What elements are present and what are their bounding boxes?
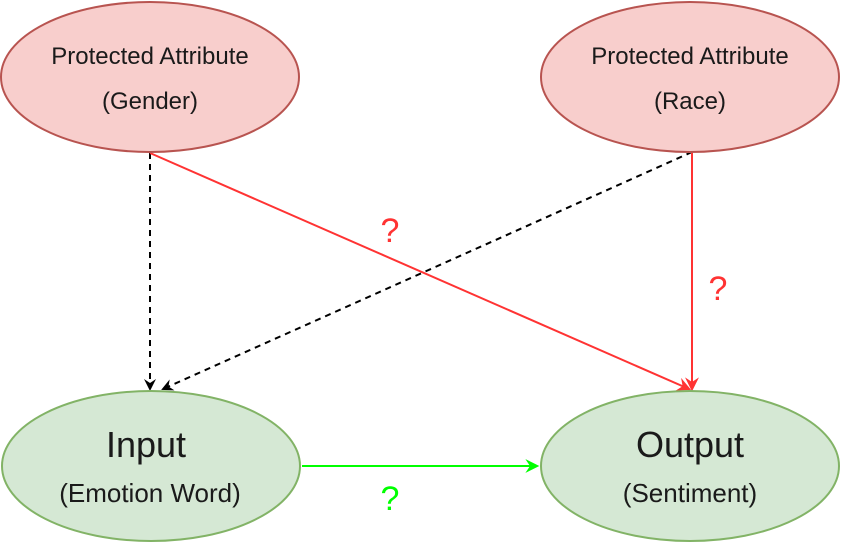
node-output-line2: (Sentiment): [623, 478, 757, 508]
node-input-line1: Input: [106, 424, 186, 465]
edge-label-input-to-output: ?: [381, 480, 400, 518]
node-output: Output (Sentiment): [540, 390, 840, 542]
edge-race-to-input: [161, 151, 693, 391]
node-protected-gender: Protected Attribute (Gender): [0, 1, 300, 153]
node-protected-race: Protected Attribute (Race): [540, 1, 840, 153]
node-input-line2: (Emotion Word): [59, 478, 241, 508]
node-race-line2: (Race): [654, 88, 726, 115]
edge-gender-to-output: [149, 152, 692, 391]
node-gender-line2: (Gender): [102, 88, 198, 115]
edge-label-race-to-output: ?: [709, 270, 728, 308]
node-race-line1: Protected Attribute: [591, 43, 788, 70]
node-gender-line1: Protected Attribute: [51, 43, 248, 70]
node-input: Input (Emotion Word): [1, 390, 301, 542]
node-output-line1: Output: [636, 424, 744, 465]
edge-label-gender-to-output: ?: [381, 212, 400, 250]
